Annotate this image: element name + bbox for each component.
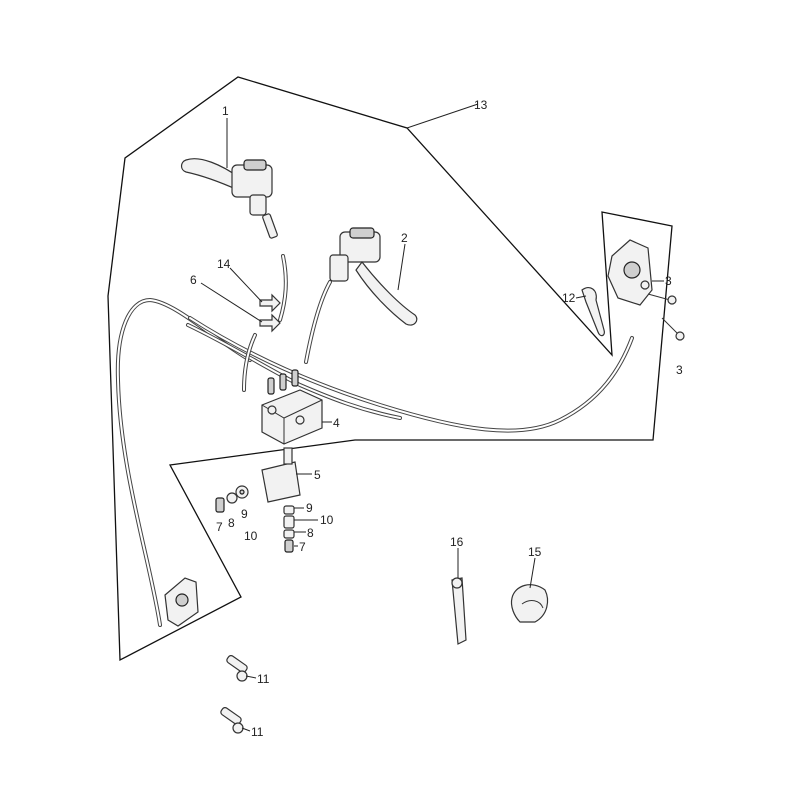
callout-7-left: 7: [216, 520, 223, 534]
callout-13: 13: [474, 98, 488, 112]
hose-clip: [581, 287, 605, 337]
callout-5: 5: [314, 468, 321, 482]
callout-4: 4: [333, 416, 340, 430]
right-brake-lever-assembly: [329, 227, 418, 326]
callout-11-lower: 11: [251, 725, 264, 739]
callout-6: 6: [190, 273, 197, 287]
callout-3-lower: 3: [676, 363, 683, 377]
rear-brake-caliper: [164, 577, 199, 627]
callout-15: 15: [528, 545, 542, 559]
callout-8-right: 8: [307, 526, 314, 540]
part-16: [451, 577, 467, 645]
brake-line-group-outline: [107, 76, 673, 662]
right-bracket-hardware: [283, 505, 295, 553]
callout-7-right: 7: [299, 540, 306, 554]
abs-modulator: [261, 369, 323, 445]
right-lever-hose: [304, 280, 332, 364]
callout-9-left: 9: [241, 507, 248, 521]
callout-2: 2: [401, 231, 408, 245]
callout-8-left: 8: [228, 516, 235, 530]
callout-9-right: 9: [306, 501, 313, 515]
left-brake-lever-assembly: [180, 158, 278, 239]
front-brake-caliper: [607, 239, 653, 306]
callout-10-left: 10: [244, 529, 258, 543]
callout-14: 14: [217, 257, 231, 271]
callout-16: 16: [450, 535, 464, 549]
callout-1: 1: [222, 104, 229, 118]
callout-10-right: 10: [320, 513, 334, 527]
callout-3-upper: 3: [665, 274, 672, 288]
bolts-11: [220, 654, 248, 734]
left-bracket-hardware: [215, 485, 249, 513]
caliper-bolts: [647, 293, 685, 341]
callout-11-upper: 11: [257, 672, 270, 686]
part-15-clamp: [510, 584, 549, 623]
callout-12: 12: [562, 291, 576, 305]
abs-mounting-bracket: [261, 447, 301, 503]
leader-lines: [200, 103, 664, 732]
hose-fittings: [259, 293, 281, 333]
